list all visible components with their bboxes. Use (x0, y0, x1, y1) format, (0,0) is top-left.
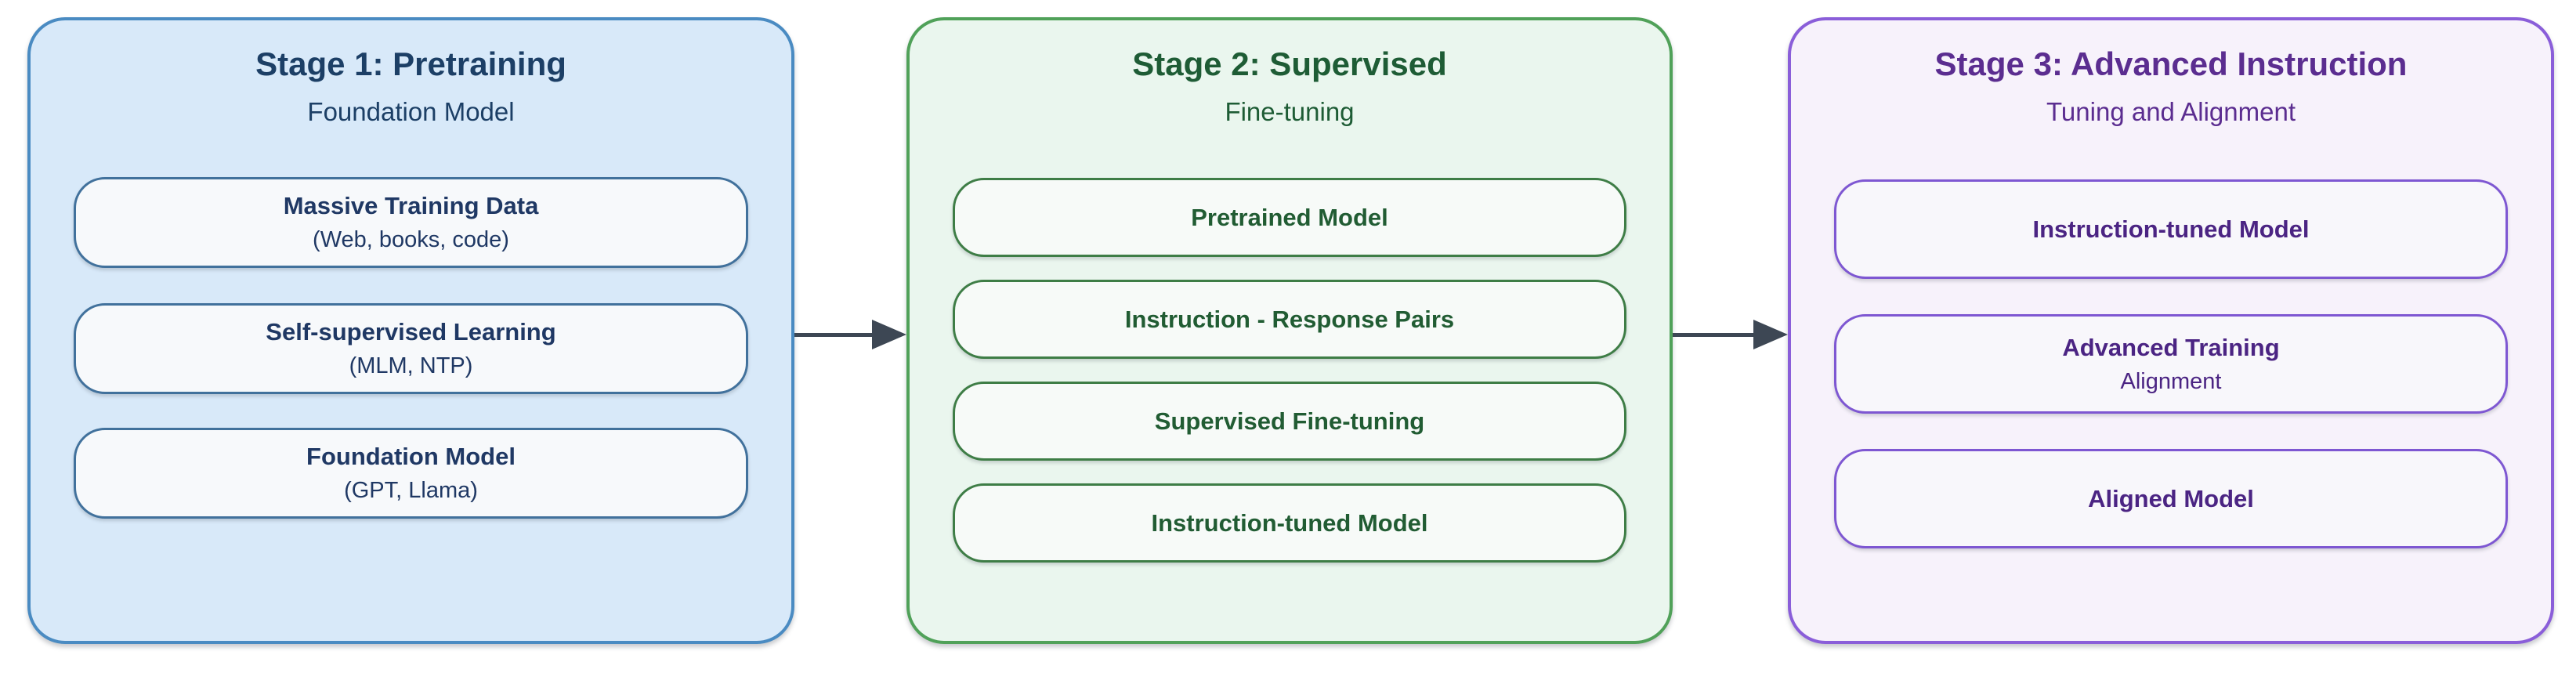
arrow-right-icon (872, 320, 906, 349)
node-title: Instruction - Response Pairs (1124, 305, 1455, 333)
node-foundation-model: Foundation Model (GPT, Llama) (74, 428, 748, 519)
node-self-supervised-learning: Self-supervised Learning (MLM, NTP) (74, 303, 748, 394)
node-title: Supervised Fine-tuning (1154, 407, 1425, 435)
node-title: Pretrained Model (1191, 203, 1388, 231)
node-aligned-model: Aligned Model (1834, 449, 2508, 548)
node-subtitle: (GPT, Llama) (344, 478, 478, 503)
node-supervised-fine-tuning: Supervised Fine-tuning (953, 382, 1626, 461)
stage-3-title: Stage 3: Advanced Instruction (1934, 45, 2408, 82)
node-pretrained-model: Pretrained Model (953, 178, 1626, 257)
node-title: Foundation Model (306, 443, 516, 470)
arrow-stage1-to-stage2-line (794, 333, 873, 337)
stage-2-subtitle: Fine-tuning (1225, 97, 1355, 126)
node-subtitle: (Web, books, code) (313, 227, 509, 252)
node-instruction-tuned-model: Instruction-tuned Model (953, 483, 1626, 563)
stage-3-advanced-instruction-panel: Stage 3: Advanced Instruction Tuning and… (1788, 17, 2554, 644)
node-subtitle: Alignment (2120, 368, 2222, 394)
node-title: Massive Training Data (283, 192, 539, 219)
node-advanced-training: Advanced Training Alignment (1834, 314, 2508, 414)
node-title: Self-supervised Learning (266, 318, 556, 346)
node-title: Aligned Model (2088, 484, 2254, 512)
stage-2-supervised-panel: Stage 2: Supervised Fine-tuning Pretrain… (906, 17, 1673, 644)
node-title: Advanced Training (2062, 333, 2280, 361)
stage-1-subtitle: Foundation Model (307, 97, 515, 126)
stage-2-title: Stage 2: Supervised (1132, 45, 1447, 82)
node-instruction-response-pairs: Instruction - Response Pairs (953, 280, 1626, 359)
arrow-stage2-to-stage3-line (1673, 333, 1754, 337)
node-massive-training-data: Massive Training Data (Web, books, code) (74, 177, 748, 268)
stage-3-subtitle: Tuning and Alignment (2046, 97, 2296, 126)
stage-1-title: Stage 1: Pretraining (255, 45, 566, 82)
stage-1-pretraining-panel: Stage 1: Pretraining Foundation Model Ma… (27, 17, 794, 644)
node-title: Instruction-tuned Model (2032, 215, 2310, 243)
node-title: Instruction-tuned Model (1151, 508, 1428, 537)
node-subtitle: (MLM, NTP) (349, 353, 473, 378)
node-instruction-tuned-model: Instruction-tuned Model (1834, 179, 2508, 279)
arrow-right-icon (1753, 320, 1788, 349)
